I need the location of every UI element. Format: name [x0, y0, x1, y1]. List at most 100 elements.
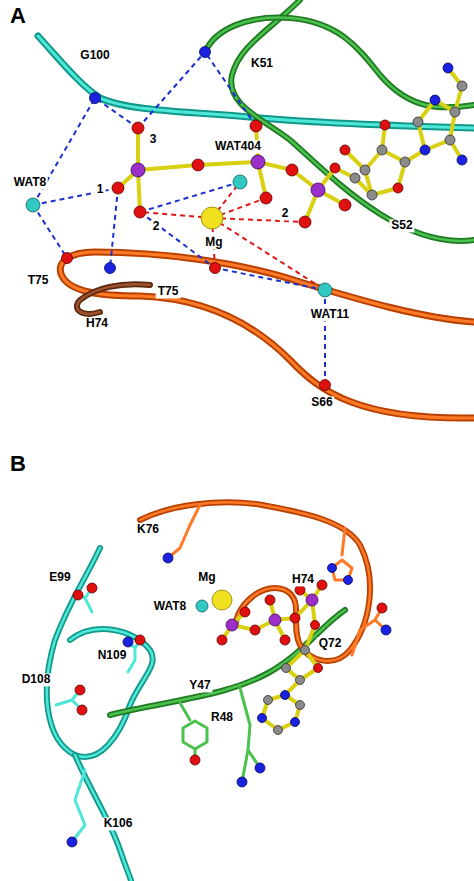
atoms-part	[393, 183, 403, 193]
atoms-b-part	[135, 635, 145, 645]
oxygen-number: 2	[280, 207, 291, 220]
ribbon-orange-part	[60, 252, 474, 418]
ribbon-green-part	[205, 18, 474, 108]
atoms-part	[260, 192, 272, 204]
atoms-b-part	[196, 600, 208, 612]
ribbon-orange-part	[77, 284, 150, 314]
side-chains-part	[352, 608, 382, 655]
hydrogen-bonds-part	[140, 182, 240, 212]
residue-label: S66	[309, 396, 334, 409]
atoms-b-part	[344, 576, 353, 585]
residue-label: G100	[78, 49, 111, 62]
atoms-part	[367, 190, 377, 200]
atoms-part	[132, 122, 144, 134]
nucleotide-sticks-b-part	[262, 680, 300, 730]
atoms-part	[330, 163, 340, 173]
atoms-part	[233, 175, 247, 189]
residue-label: S52	[389, 219, 414, 232]
ribbon-cyan-b	[47, 548, 153, 881]
nucleotide-sticks	[118, 68, 462, 222]
atoms-part	[286, 164, 298, 176]
nucleotide-sticks-b	[222, 585, 322, 730]
oxygen-number: 2	[151, 220, 162, 233]
atoms-b-part	[265, 595, 275, 605]
ribbon-green-part	[231, 0, 474, 241]
atoms-part	[457, 81, 467, 91]
nucleotide-sticks-part	[258, 162, 318, 222]
residue-label: K51	[249, 57, 275, 70]
atoms-b-part	[250, 625, 260, 635]
residue-label: Q72	[317, 637, 344, 650]
atoms-b-part	[264, 696, 273, 705]
nucleotide-sticks-part	[118, 128, 138, 188]
atoms-b-part	[296, 701, 305, 710]
residue-label: R48	[209, 711, 235, 724]
hydrogen-bonds-part	[95, 98, 138, 128]
nucleotide-sticks-part	[405, 100, 455, 162]
hydrogen-bonds-part	[110, 188, 118, 268]
ribbon-cyan-b-part	[47, 548, 153, 757]
atoms-part	[62, 253, 73, 264]
hydrogen-bonds-part	[324, 290, 326, 385]
atoms-b-part	[123, 637, 133, 647]
ribbon-green-part	[231, 0, 474, 241]
atoms-part	[450, 107, 460, 117]
residue-label: D108	[20, 673, 53, 686]
atoms-b-part	[311, 621, 320, 630]
atoms-part	[339, 199, 351, 211]
metal-coordination-part	[212, 218, 325, 290]
water-label: WAT8	[12, 176, 48, 189]
ribbon-green-b	[110, 610, 345, 715]
residue-label: K76	[135, 523, 161, 536]
ribbon-green-b-part	[110, 610, 345, 715]
atoms-b-part	[282, 664, 291, 673]
atoms-part	[26, 198, 40, 212]
panel-letter: A	[8, 4, 28, 28]
oxygen-number: 3	[148, 133, 159, 146]
atoms-b-part	[269, 614, 281, 626]
atoms-part	[131, 163, 145, 177]
hydrogen-bonds-part	[138, 52, 205, 128]
residue-label: Y47	[187, 679, 212, 692]
ribbon-orange-b	[140, 502, 370, 661]
atoms-b-part	[240, 607, 250, 617]
atoms-b-part	[255, 763, 265, 773]
ribbon-green-part	[205, 18, 474, 108]
atoms-b-part	[381, 625, 391, 635]
atoms-part	[430, 95, 440, 105]
ribbon-orange-b-part	[140, 502, 370, 661]
atoms-b-part	[314, 664, 323, 673]
atoms-b-part	[290, 613, 300, 623]
atoms-part	[200, 47, 211, 58]
residue-label: H74	[290, 573, 316, 586]
atoms-part	[377, 145, 387, 155]
atoms-part	[445, 135, 455, 145]
atoms-b-part	[291, 718, 300, 727]
atoms-part	[420, 145, 430, 155]
residue-label: T75	[26, 274, 51, 287]
atoms-b-part	[77, 705, 87, 715]
atoms-b-part	[296, 676, 305, 685]
atoms	[26, 47, 467, 391]
atoms-part	[90, 93, 101, 104]
atoms-part	[380, 120, 390, 130]
atoms-b-part	[75, 685, 85, 695]
atoms-part	[201, 207, 223, 229]
metal-coordination-part	[212, 218, 305, 222]
atoms-b-part	[328, 564, 337, 573]
side-chains-part	[168, 505, 200, 558]
side-chains-part	[183, 721, 207, 749]
ion-label: Mg	[196, 571, 217, 584]
atoms-b-part	[274, 726, 283, 735]
atoms-part	[105, 263, 116, 274]
water-label: WAT11	[309, 308, 351, 321]
atoms-b-part	[163, 553, 173, 563]
ribbon-green	[205, 0, 474, 241]
ion-label: Mg	[203, 236, 224, 249]
atoms-b	[67, 553, 391, 847]
atoms-b-part	[306, 594, 318, 606]
residue-label: H74	[84, 317, 110, 330]
residue-label: K106	[102, 817, 135, 830]
